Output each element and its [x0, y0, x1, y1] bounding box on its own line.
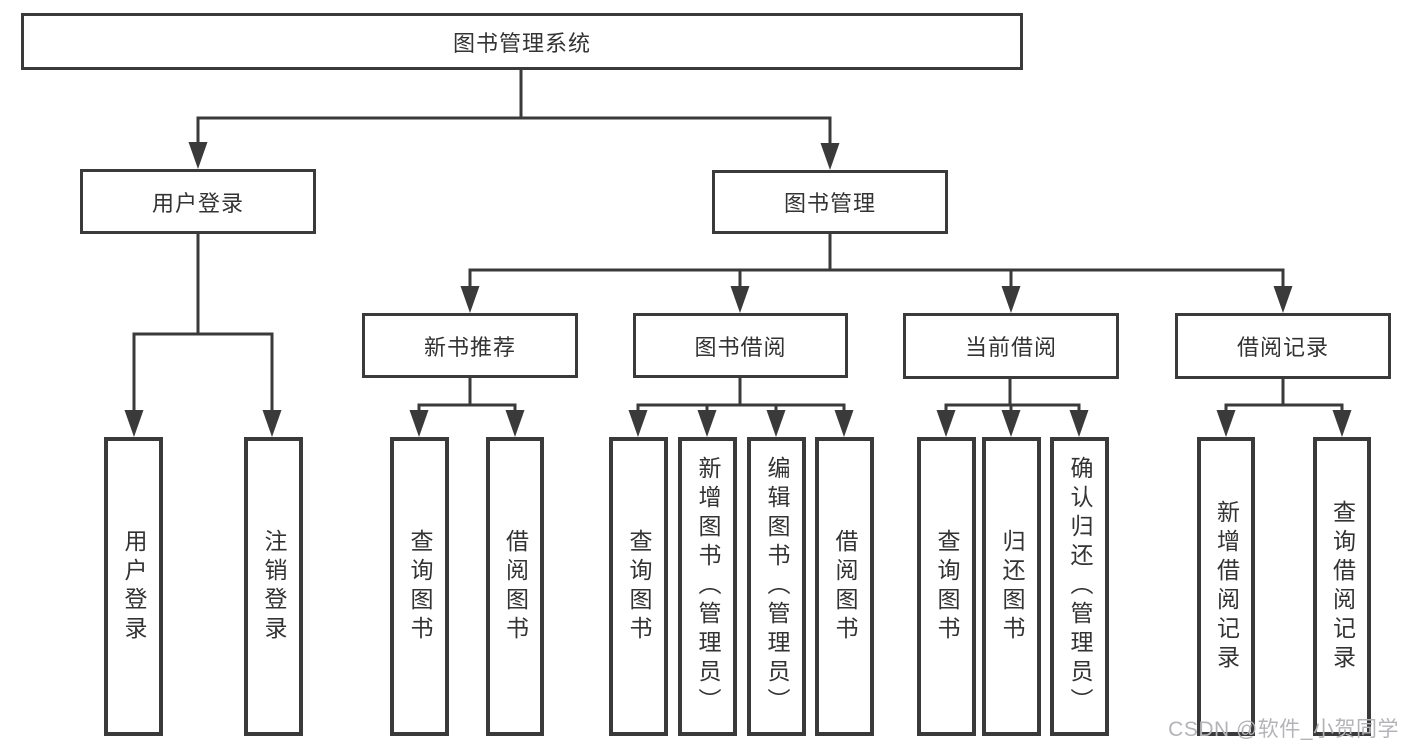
leaf-query-borrow-record: 查询借阅记录 [1313, 437, 1371, 736]
node-user-login: 用户登录 [80, 169, 316, 234]
leaf-recommend-borrow-books: 借阅图书 [486, 437, 544, 736]
node-book-management: 图书管理 [712, 170, 948, 234]
leaf-borrowing-borrow-books: 借阅图书 [815, 437, 874, 736]
leaf-current-query-books: 查询图书 [917, 437, 976, 736]
leaf-return-books: 归还图书 [982, 437, 1041, 736]
node-book-borrowing: 图书借阅 [633, 313, 848, 378]
leaf-borrowing-query-books: 查询图书 [609, 437, 668, 736]
leaf-add-books-admin: 新增图书（管理员） [678, 437, 737, 736]
node-borrowing-records: 借阅记录 [1175, 313, 1391, 379]
node-new-book-recommend: 新书推荐 [362, 313, 578, 378]
leaf-add-borrow-record: 新增借阅记录 [1197, 437, 1255, 736]
leaf-user-login: 用户登录 [104, 437, 163, 736]
node-current-borrowing: 当前借阅 [903, 313, 1119, 379]
leaf-recommend-query-books: 查询图书 [390, 437, 449, 736]
watermark: CSDN @软件_小贺同学 [1168, 718, 1399, 741]
node-root: 图书管理系统 [21, 13, 1023, 70]
leaf-confirm-return-admin: 确认归还（管理员） [1050, 437, 1109, 736]
leaf-edit-books-admin: 编辑图书（管理员） [747, 437, 806, 736]
leaf-logout: 注销登录 [244, 437, 303, 736]
